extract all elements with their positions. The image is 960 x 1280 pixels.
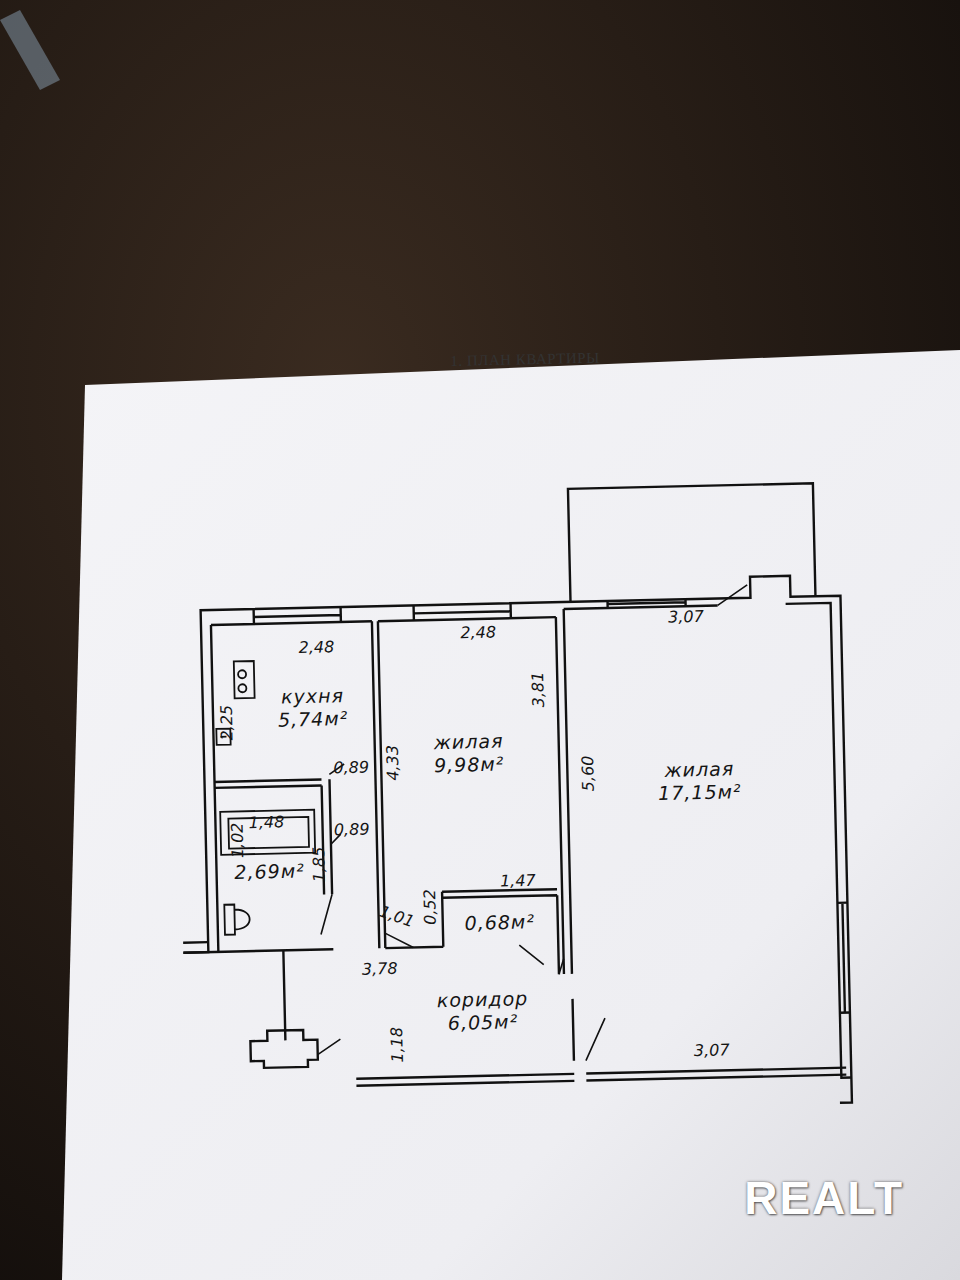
bedroom-wall <box>378 609 572 978</box>
watermark: REALT <box>744 1175 904 1221</box>
kitchen-wall <box>211 621 385 952</box>
dimension-label: 2,48 <box>299 639 335 656</box>
room-label: 2,69м² <box>234 860 305 884</box>
room-label: кухня <box>277 684 348 708</box>
dimension-label: 1,47 <box>500 873 536 890</box>
room-area: кухня5,74м² <box>274 682 351 733</box>
dimension-label: 4,33 <box>385 745 402 781</box>
room-label: 0,68м² <box>464 910 535 934</box>
dimension-label: 3,81 <box>530 672 547 708</box>
room-area: 0,68м² <box>461 908 538 937</box>
dimension-label: 2,48 <box>460 625 496 642</box>
balcony-outline <box>568 483 816 602</box>
paper-sheet <box>62 350 960 1280</box>
room-label: 5,74м² <box>278 707 349 731</box>
dimension-label: 2,25 <box>219 705 236 741</box>
room-area: 2,69м² <box>231 857 308 886</box>
room-area: жилая17,15м² <box>654 755 744 807</box>
corner-object <box>0 10 60 90</box>
dimension-label: 1,02 <box>229 822 246 858</box>
room-area: коридор6,05м² <box>434 985 532 1037</box>
room-label: 6,05м² <box>437 1010 529 1035</box>
corridor-wall <box>283 938 846 1088</box>
dimension-label: 1,85 <box>311 847 328 883</box>
dimension-label: 0,89 <box>333 759 369 776</box>
dimension-label: 0,52 <box>422 889 439 925</box>
dimension-label: 0,89 <box>334 821 370 838</box>
inner-wall <box>211 603 852 1092</box>
dimension-label: 3,78 <box>362 961 398 978</box>
dimension-label: 1,48 <box>248 814 284 831</box>
room-label: 9,98м² <box>434 752 505 776</box>
outer-wall <box>175 575 852 1118</box>
dimension-label: 5,60 <box>580 755 597 791</box>
door-swing <box>307 585 758 1067</box>
dimension-label: 3,07 <box>668 609 704 626</box>
dimension-label: 1,18 <box>389 1027 406 1063</box>
room-label: жилая <box>433 730 504 754</box>
room-label: коридор <box>437 987 529 1012</box>
toilet-symbol <box>224 904 250 935</box>
room-area: жилая9,98м² <box>430 727 507 778</box>
entrance-wall <box>250 1030 318 1069</box>
room-label: 17,15м² <box>658 780 742 805</box>
stove-symbol <box>234 661 255 698</box>
dimension-label: 3,07 <box>694 1042 730 1059</box>
room-label: жилая <box>657 757 741 782</box>
dimension-label: 1,01 <box>377 904 416 931</box>
window-marks <box>254 596 850 1026</box>
bathroom-wall <box>180 779 334 952</box>
plan-title: 1. ПЛАН КВАРТИРЫ <box>450 350 600 370</box>
